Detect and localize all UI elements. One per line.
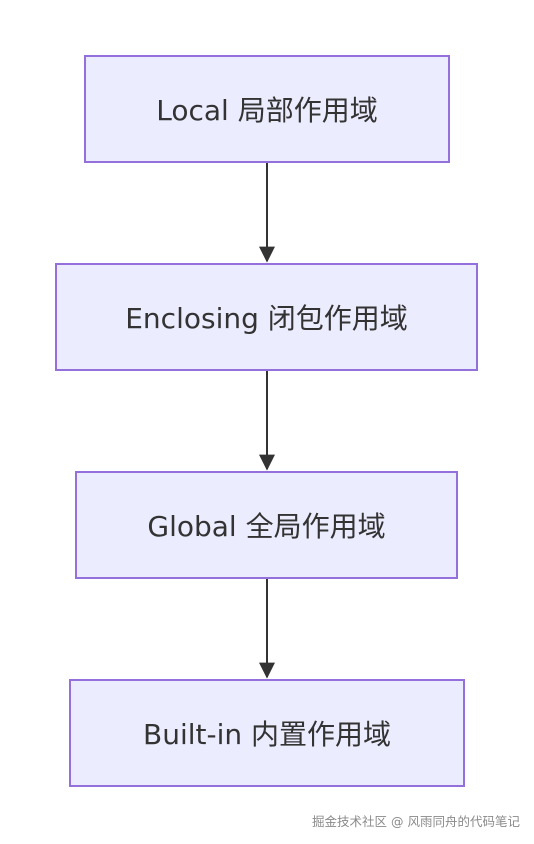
node-global-scope: Global 全局作用域	[75, 471, 458, 579]
node-label: Built-in 内置作用域	[142, 718, 392, 751]
watermark: 掘金技术社区 @ 风雨同舟的代码笔记	[312, 814, 520, 829]
node-label: Local 局部作用域	[156, 94, 378, 127]
node-label: Global 全局作用域	[147, 510, 386, 543]
node-builtin-scope: Built-in 内置作用域	[69, 679, 465, 787]
node-label: Enclosing 闭包作用域	[125, 302, 408, 335]
node-local-scope: Local 局部作用域	[84, 55, 450, 163]
node-enclosing-scope: Enclosing 闭包作用域	[55, 263, 478, 371]
